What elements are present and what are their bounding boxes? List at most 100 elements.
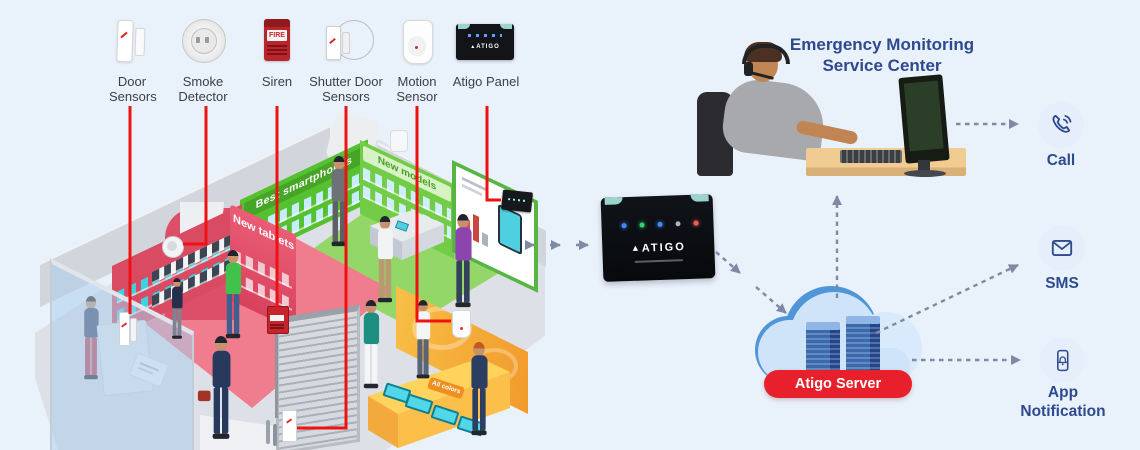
server-top-cap	[806, 322, 840, 330]
person-head	[473, 342, 485, 357]
legend-item-shutter-door-sensors: Shutter Door Sensors	[300, 16, 392, 105]
panel-logo: ▲ATIGO	[456, 44, 514, 50]
app-notification-label: App Notification	[1020, 384, 1106, 420]
headset-band	[742, 44, 790, 64]
led-indicator	[657, 221, 663, 228]
shutter-door-sensor-device	[282, 410, 297, 442]
siren-grill	[267, 45, 287, 57]
siren-grill	[270, 324, 284, 330]
envelope-icon	[1051, 240, 1073, 256]
siren-icon: FIRE	[247, 16, 307, 66]
fire-text: FIRE	[269, 32, 285, 39]
server-top-cap	[846, 316, 880, 324]
shutter-door-sensor-icon	[300, 16, 392, 66]
title-line-2: Service Center	[822, 56, 942, 76]
person-feet	[363, 383, 379, 389]
call-label: Call	[1046, 152, 1076, 169]
motion-sensor-icon	[391, 16, 443, 66]
motion-sensor-device	[452, 310, 471, 338]
person-head	[333, 156, 345, 170]
legend-item-siren: FIRE Siren	[247, 16, 307, 89]
logo-glyph: ▲	[470, 44, 477, 50]
siren-label-plate: FIRE	[267, 30, 287, 41]
monitor	[898, 74, 950, 164]
person-head	[227, 250, 239, 264]
legend-item-smoke-detector: Smoke Detector	[172, 16, 234, 105]
brand-text: ATIGO	[641, 241, 687, 255]
legend-label: Siren	[261, 74, 293, 89]
door-sensor-device	[119, 312, 137, 346]
person-torso	[470, 355, 488, 389]
person-clerk	[413, 300, 434, 380]
led-indicator	[693, 220, 699, 226]
person-head	[457, 214, 469, 229]
led-indicator	[675, 221, 681, 227]
person-torso	[416, 311, 430, 340]
legend-label: Shutter Door Sensors	[309, 74, 383, 105]
brand-text: ATIGO	[476, 44, 500, 50]
person-legs	[172, 308, 182, 336]
app-notification-icon	[1056, 349, 1068, 371]
panel-led-row	[468, 34, 502, 37]
person-browsing-shelf	[169, 278, 185, 340]
gateway-logo: ▲ATIGO	[602, 240, 714, 256]
monitor-stand	[918, 160, 930, 172]
atigo-server-banner: Atigo Server	[764, 370, 912, 398]
person-navy-suit-right	[467, 342, 492, 437]
person-legs	[213, 387, 229, 434]
board-chart-bar	[482, 232, 488, 248]
person-feet	[455, 302, 471, 308]
headset-earcup	[744, 62, 753, 76]
siren-band	[270, 315, 284, 321]
briefcase	[197, 390, 211, 402]
smoke-inner	[191, 28, 217, 54]
person-legs	[417, 339, 429, 375]
legend-item-motion-sensor: Motion Sensor	[391, 16, 443, 105]
server-label: Atigo Server	[794, 376, 882, 392]
smoke-vent	[196, 37, 200, 43]
shutter-bollard	[266, 420, 270, 444]
led-indicator	[621, 223, 627, 229]
person-head	[173, 278, 181, 288]
siren-pole	[275, 330, 278, 418]
monitoring-operator-scene	[692, 40, 972, 180]
person-head	[365, 300, 377, 314]
siren-device	[267, 306, 289, 334]
title-line-1: Emergency Monitoring	[789, 35, 975, 54]
panel-corner	[458, 24, 470, 29]
smoke-detector-device	[162, 236, 184, 258]
board-phone-image	[498, 203, 522, 256]
smoke-vent	[205, 37, 209, 43]
person-head	[379, 216, 391, 230]
shelf-top-device	[390, 130, 408, 152]
keyboard	[840, 150, 902, 163]
door-sensor-icon	[109, 16, 155, 66]
person-torso	[454, 227, 472, 261]
person-legs	[332, 201, 346, 242]
person-head	[214, 336, 228, 352]
person-feet	[331, 241, 347, 247]
person-navy-suit-briefcase	[197, 336, 234, 441]
siren-body: FIRE	[264, 19, 290, 61]
call-icon-circle	[1038, 102, 1084, 148]
person-torso	[212, 350, 230, 388]
door-sensor-magnet	[130, 318, 137, 342]
person-feet	[416, 374, 430, 379]
panel-led-row	[508, 198, 527, 202]
panel-corner	[500, 24, 512, 29]
gateway-body: ▲ATIGO	[600, 194, 716, 282]
person-teal-top	[359, 300, 382, 390]
person-feet	[471, 430, 487, 436]
shutter-bollard	[273, 424, 277, 446]
person-torso	[225, 262, 241, 295]
person-feet	[225, 333, 241, 339]
legend-label: Motion Sensor	[396, 74, 438, 105]
sensor-mark	[286, 418, 292, 424]
person-legs	[456, 260, 470, 303]
person-torso	[331, 168, 347, 202]
smoke-detector-icon	[172, 16, 234, 66]
sms-label: SMS	[1045, 275, 1079, 292]
person-legs	[378, 259, 392, 298]
person-torso	[377, 228, 393, 260]
